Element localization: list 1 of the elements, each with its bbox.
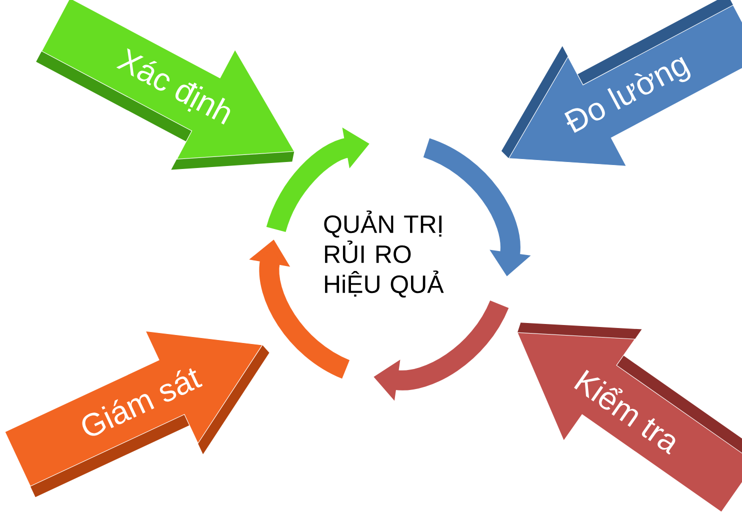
center-title: QUẢN TRỊ RỦI RO HiỆU QUẢ xyxy=(324,210,444,298)
